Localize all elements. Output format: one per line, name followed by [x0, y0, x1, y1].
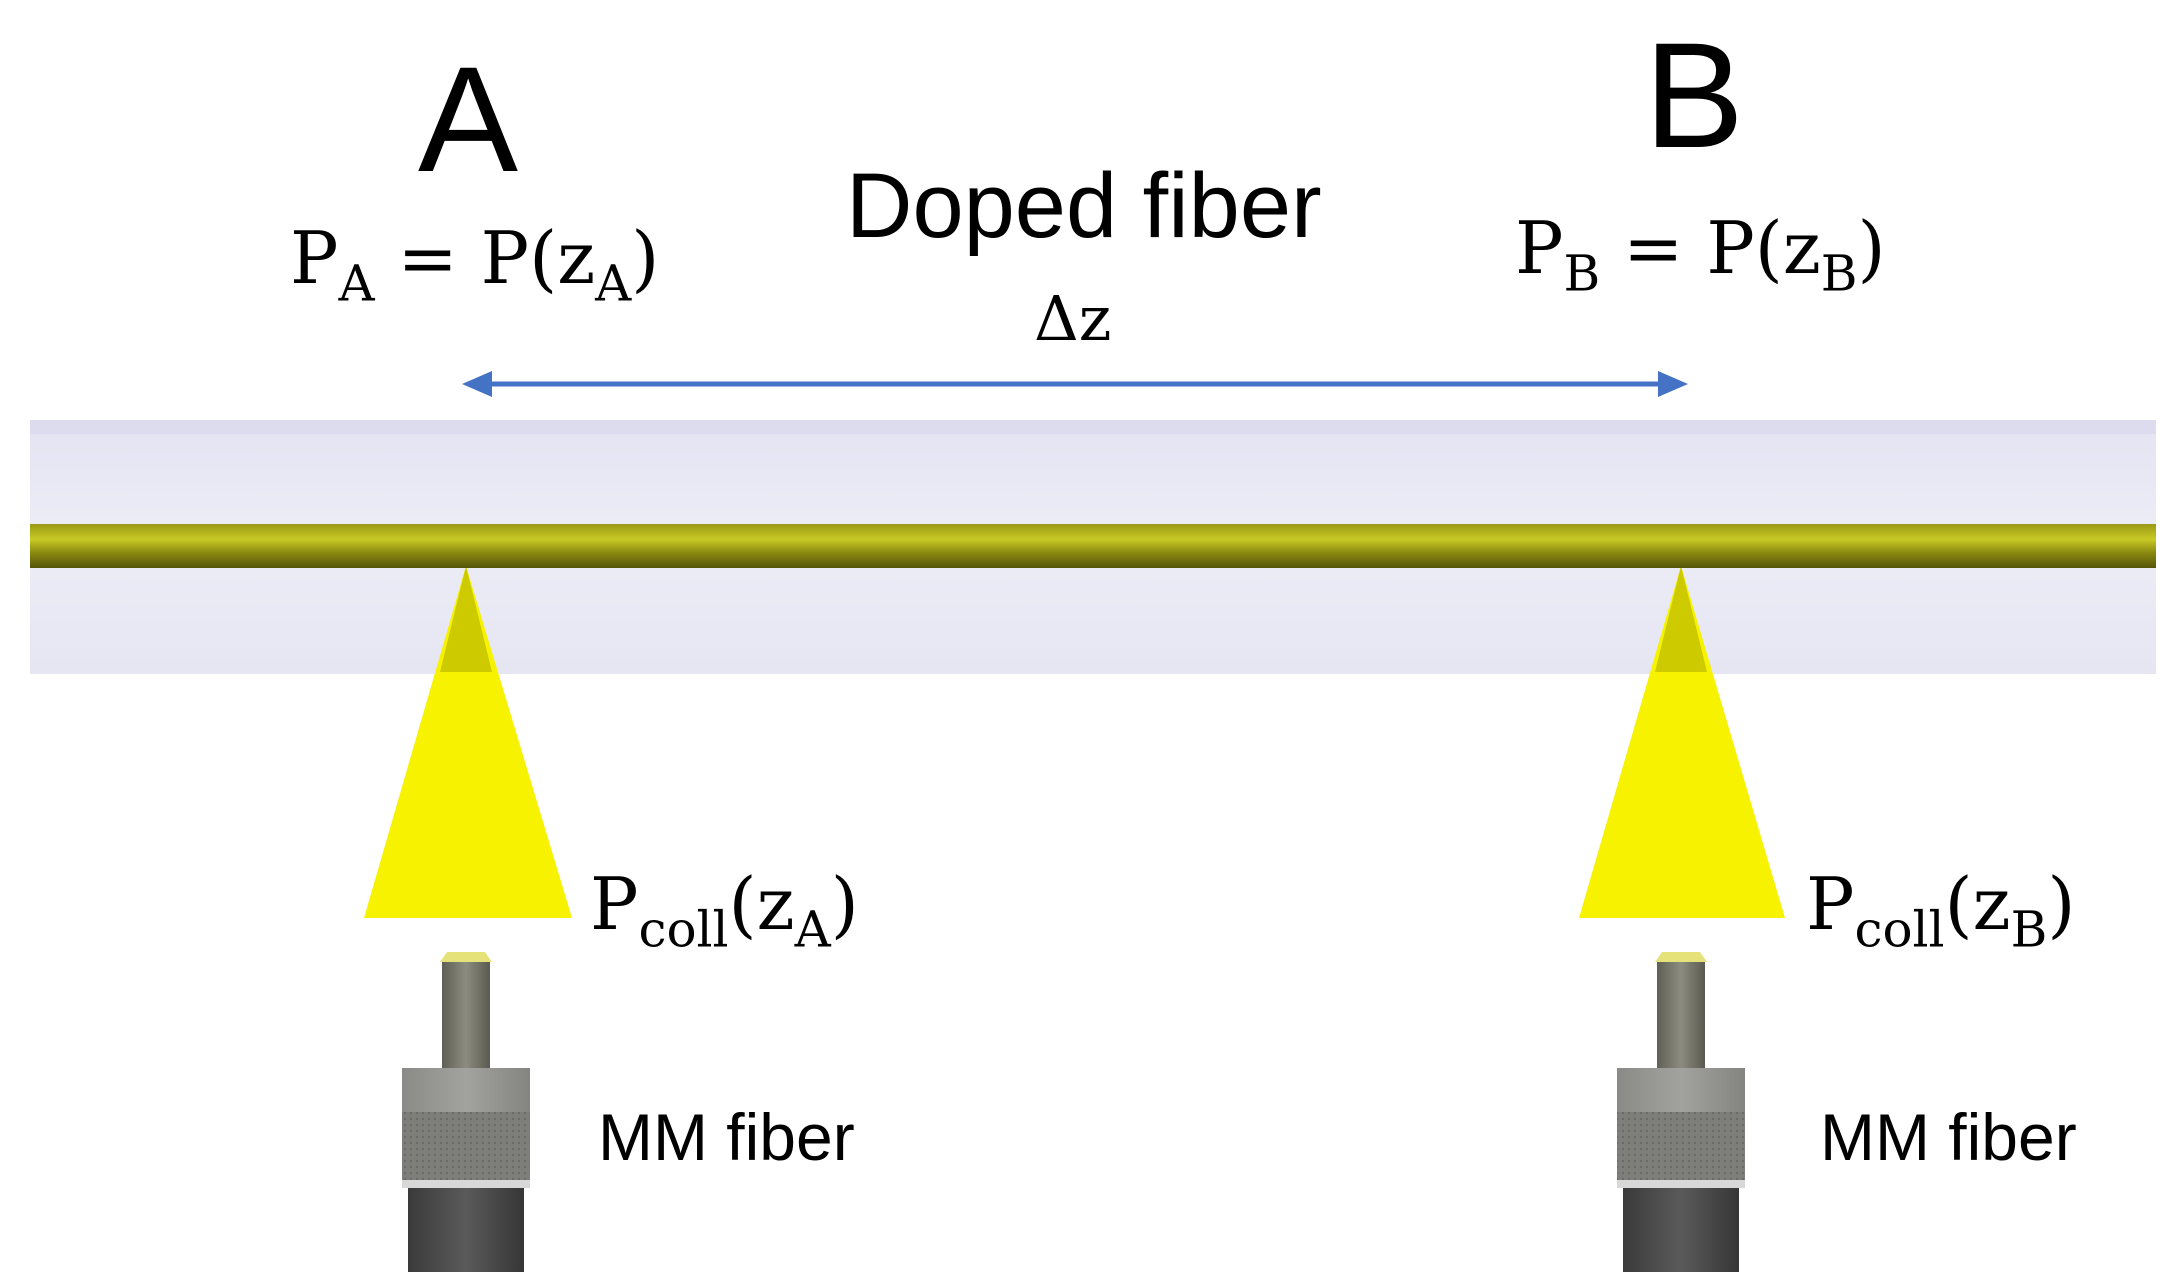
- emission-cone-a-tip: [440, 566, 492, 672]
- mm-fiber-label-a: MM fiber: [598, 1100, 855, 1174]
- doped-fiber-title: Doped fiber: [846, 155, 1322, 257]
- arrow-head-left: [462, 371, 492, 397]
- point-a-label: A: [418, 35, 519, 203]
- point-b-label: B: [1644, 11, 1745, 179]
- power-b-equation: PB = P(zB): [1515, 206, 1886, 303]
- emission-cone-a: [364, 566, 572, 918]
- fiber-core: [30, 524, 2156, 568]
- mm-fiber-connector-a: [402, 952, 530, 1272]
- collected-power-b-label: Pcoll(zB): [1806, 862, 2076, 959]
- arrow-head-right: [1658, 371, 1688, 397]
- delta-z-label: Δz: [1034, 282, 1112, 355]
- cladding-highlight: [30, 420, 2156, 434]
- power-a-equation: PA = P(zA): [290, 216, 660, 313]
- mm-fiber-connector-b: [1617, 952, 1745, 1272]
- emission-cone-b-tip: [1655, 566, 1707, 672]
- collected-power-a-label: Pcoll(zA): [590, 862, 859, 959]
- mm-fiber-label-b: MM fiber: [1820, 1100, 2077, 1174]
- emission-cone-b: [1579, 566, 1785, 918]
